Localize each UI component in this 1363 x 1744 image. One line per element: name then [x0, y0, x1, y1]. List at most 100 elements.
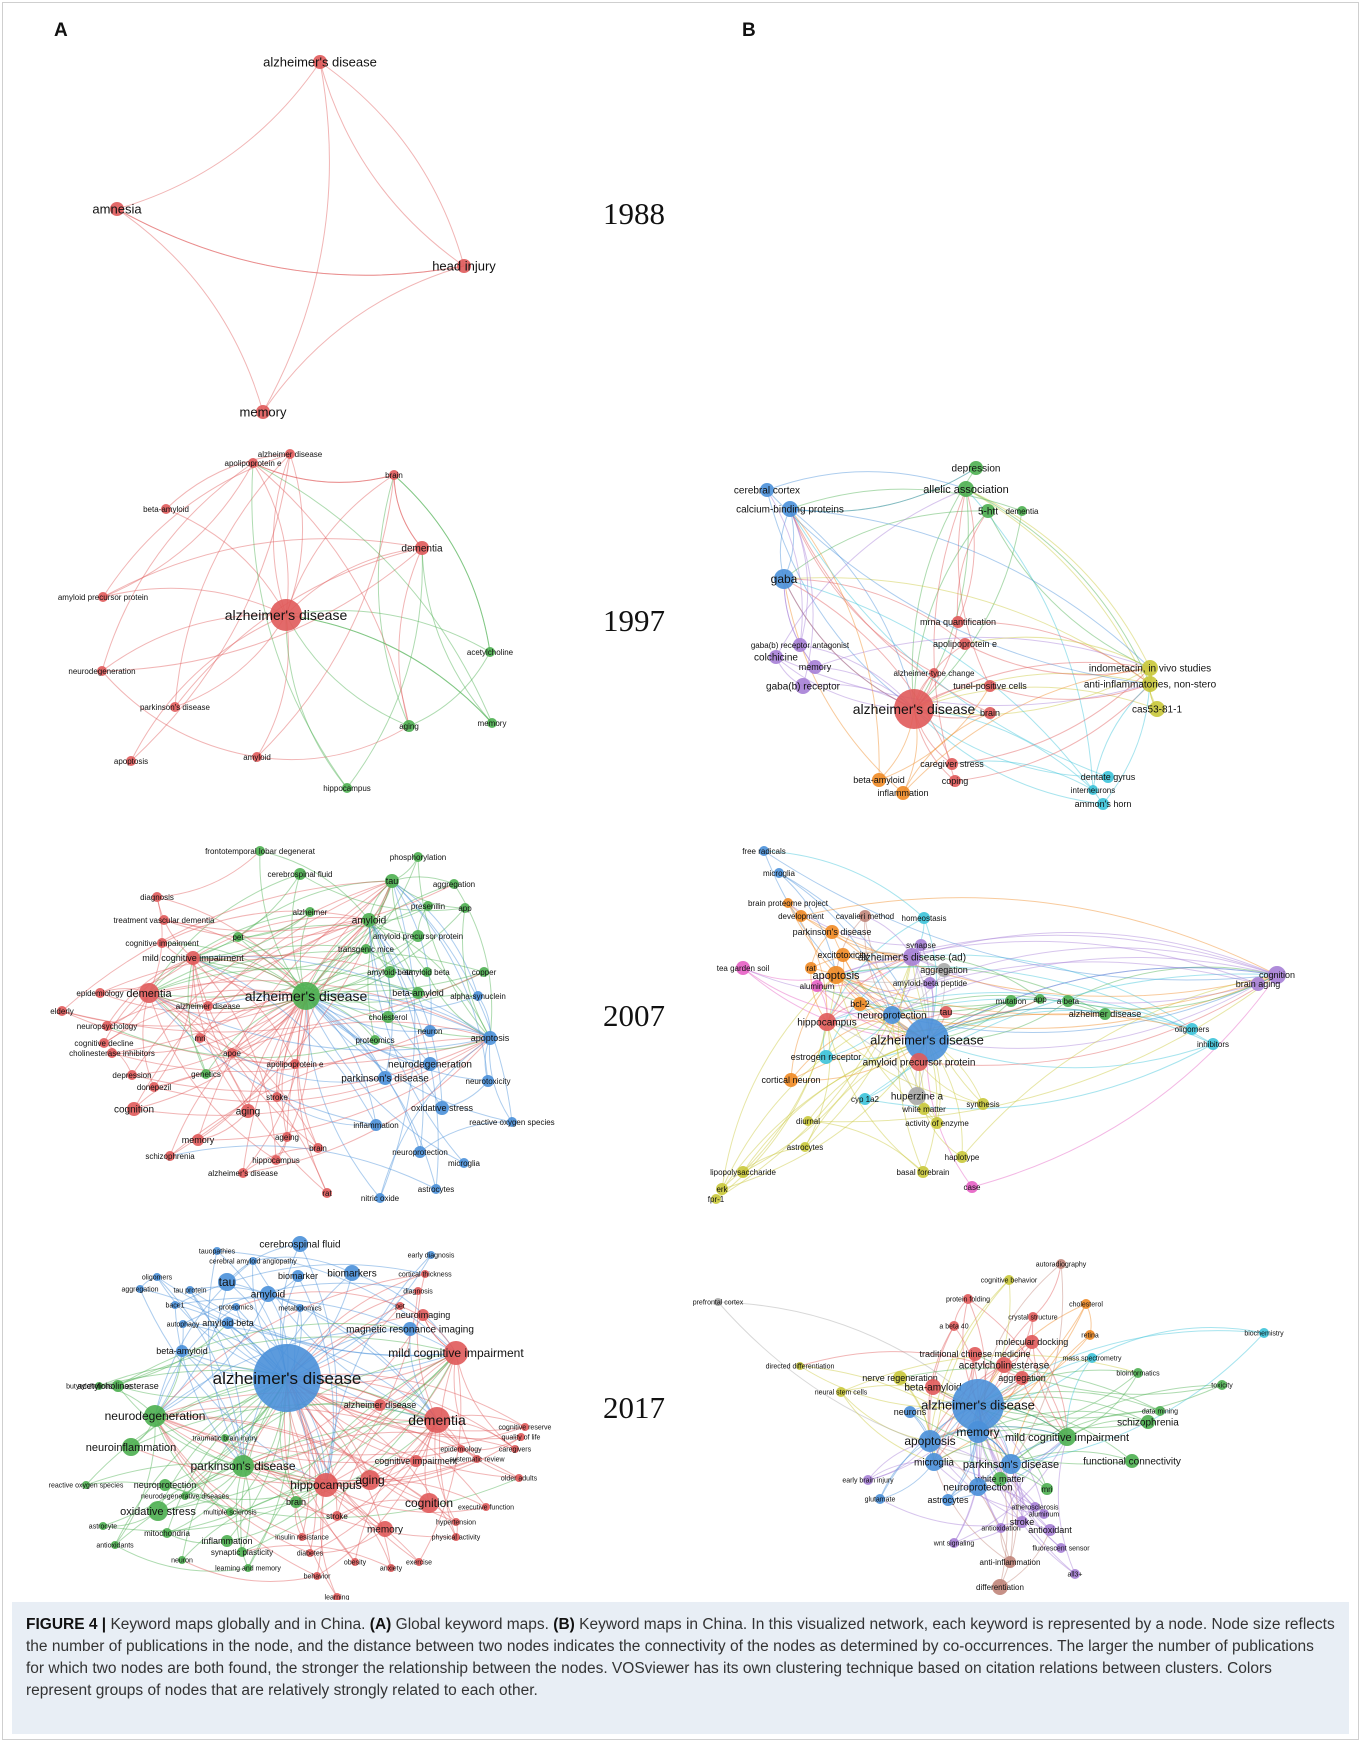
- edge: [891, 974, 1278, 1033]
- edge: [775, 656, 1151, 707]
- edge: [365, 948, 428, 973]
- node-tau-protein: [186, 1286, 194, 1294]
- edge: [174, 1304, 244, 1467]
- edge: [717, 1301, 979, 1406]
- label-presenilin: presenilin: [411, 902, 445, 911]
- edge: [783, 510, 989, 580]
- node-cortical-thickness: [421, 1270, 429, 1278]
- node-mild-cognitive-impairment: [1058, 1428, 1076, 1446]
- label-reactive-oxygen-species: reactive oxygen species: [49, 1482, 124, 1489]
- edge: [913, 672, 1151, 710]
- node-stroke: [1016, 1516, 1028, 1528]
- edge: [721, 974, 837, 1190]
- node-cerebral-amyloid-angiopathy: [249, 1257, 257, 1265]
- label-5-htt: 5-htt: [978, 507, 998, 518]
- label-cerebral-amyloid-angiopathy: cerebral amyloid angiopathy: [209, 1258, 297, 1265]
- edge: [989, 683, 1151, 700]
- edge: [154, 1415, 526, 1456]
- edge: [61, 995, 307, 1027]
- node-brain: [313, 1143, 323, 1153]
- label-huperzine-a: huperzine a: [891, 1092, 944, 1103]
- edge: [766, 489, 803, 646]
- label-microglia: microglia: [763, 869, 796, 878]
- edge: [913, 488, 969, 710]
- label-beta-amyloid: beta-amyloid: [392, 988, 444, 998]
- edge: [977, 1410, 1149, 1433]
- edge: [182, 1282, 419, 1325]
- node-a-beta-40: [949, 1321, 959, 1331]
- edge: [965, 488, 1151, 685]
- edge: [305, 907, 466, 997]
- node-depression: [969, 461, 983, 475]
- label-neuroprotection: neuroprotection: [943, 1483, 1013, 1494]
- node-rat: [805, 962, 817, 974]
- node-amnesia: [110, 202, 124, 216]
- node-ageing: [282, 1132, 292, 1142]
- label-apolipoprotein-e: apolipoprotein e: [225, 459, 282, 468]
- label-parkinson-s-disease: parkinson's disease: [341, 1074, 429, 1085]
- label-biochemistry: biochemistry: [1244, 1330, 1284, 1337]
- figure-caption: FIGURE 4 | Keyword maps globally and in …: [12, 1602, 1349, 1734]
- edge: [453, 1352, 478, 1460]
- node-antioxidation: [996, 1523, 1006, 1533]
- edge: [197, 995, 307, 1141]
- edge: [216, 1250, 457, 1354]
- label-neuron: neuron: [171, 1557, 193, 1564]
- edge: [789, 508, 935, 674]
- node-learning: [333, 1593, 341, 1600]
- label-acetylcholine: acetylcholine: [467, 648, 514, 657]
- node-cavalieri-method: [859, 910, 871, 922]
- edge: [826, 956, 913, 1023]
- edge: [259, 850, 307, 997]
- label-brain: brain: [385, 471, 403, 480]
- edge: [787, 902, 928, 1041]
- label-gaba-b-receptor: gaba(b) receptor: [766, 682, 841, 693]
- edge: [911, 956, 1041, 1000]
- label-brain: brain: [286, 1497, 306, 1507]
- label-mass-spectrometry: mass spectrometry: [1062, 1355, 1122, 1362]
- node-brain-aging: [1251, 977, 1265, 991]
- global-1997-edges: [101, 453, 493, 789]
- node-physical-activity: [452, 1533, 460, 1541]
- edge: [224, 1437, 327, 1486]
- edge: [831, 931, 1278, 997]
- node-schizophrenia: [165, 1151, 175, 1161]
- edge: [325, 1352, 457, 1486]
- edge: [251, 462, 348, 789]
- label-alzheimer-s-disease: alzheimer's disease: [245, 988, 368, 1004]
- edge: [309, 1528, 386, 1554]
- label-oxidative-stress: oxidative stress: [120, 1506, 196, 1518]
- node-acetylcholine: [485, 647, 495, 657]
- label-stroke: stroke: [1010, 1517, 1035, 1527]
- edge: [783, 578, 966, 645]
- node-phosphorylation: [413, 852, 423, 862]
- label-astrocytes: astrocytes: [787, 1143, 823, 1152]
- label-hypertension: hypertension: [436, 1519, 476, 1526]
- edge: [789, 508, 814, 687]
- label-functional-connectivity: functional connectivity: [1083, 1457, 1181, 1468]
- edge: [987, 510, 1151, 669]
- edge: [835, 966, 1214, 1045]
- label-aggregation: aggregation: [433, 880, 475, 889]
- node-neuron: [424, 1025, 436, 1037]
- edge: [325, 1484, 487, 1514]
- edge: [800, 897, 1278, 976]
- label-directed-differentiation: directed differentiation: [766, 1363, 835, 1370]
- edge: [133, 995, 307, 1110]
- node-oligomers: [153, 1273, 161, 1281]
- edge: [305, 995, 513, 1123]
- edge: [199, 919, 370, 1039]
- edge: [102, 587, 287, 616]
- edge: [789, 508, 915, 710]
- label-apoptosis: apoptosis: [904, 1434, 955, 1448]
- label-protein-folding: protein folding: [946, 1296, 990, 1303]
- edge: [1010, 1410, 1161, 1465]
- edge: [111, 995, 307, 1055]
- label-cognitive-impairment: cognitive impairment: [375, 1456, 458, 1466]
- edge: [242, 1147, 319, 1174]
- edge: [913, 708, 1109, 778]
- edge: [417, 856, 491, 1039]
- edge: [153, 995, 307, 1088]
- node-memory: [808, 660, 822, 674]
- edge: [154, 1415, 318, 1577]
